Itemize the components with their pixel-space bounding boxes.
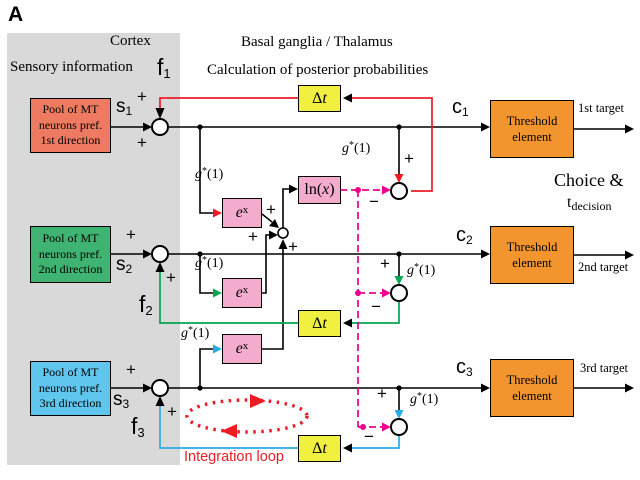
blue-arrowheads (213, 344, 404, 419)
gain-label-3: g*(1) (195, 255, 224, 271)
exp-box-1: ex (222, 198, 262, 228)
exp-box-3: ex (222, 334, 262, 364)
threshold-box-2-label: Threshold element (506, 239, 558, 270)
target-label-2: 2nd target (578, 260, 629, 274)
integration-loop-label: Integration loop (184, 449, 284, 465)
summation-circles (151, 118, 408, 436)
posterior-arrowheads (355, 185, 391, 432)
sum-circle-row2 (151, 245, 169, 263)
posterior-circle-row3 (390, 418, 408, 436)
decision-time-label: tdecision (567, 194, 612, 213)
posterior-circle-row1 (390, 182, 408, 200)
threshold-box-1: Threshold element (490, 100, 574, 158)
plus-sign-9: + (377, 384, 387, 403)
plus-sign-7: + (126, 360, 136, 379)
threshold-box-2: Threshold element (490, 226, 574, 284)
pool-box-3-label: Pool of MT neurons pref. 3rd direction (38, 364, 103, 411)
blue-feedback-wires (159, 406, 400, 449)
plus-sign-5: + (166, 268, 176, 287)
sensory-info-label: Sensory information (10, 59, 133, 75)
gain-label-1: g*(1) (195, 166, 224, 182)
minus-sign-3: − (364, 427, 374, 446)
pool-box-1: Pool of MT neurons pref. 1st direction (30, 98, 111, 153)
target-label-1: 1st target (578, 101, 624, 115)
plus-sign-4: + (126, 225, 136, 244)
ln-box-label: ln(x) (304, 181, 335, 198)
delta-t-1-label: Δt (312, 89, 327, 107)
minus-sign-2: − (371, 297, 381, 316)
gain-label-2: g*(1) (342, 140, 371, 156)
cortex-label: Cortex (110, 33, 151, 49)
plus-sign-11: + (248, 227, 258, 246)
posterior-circle-row2 (390, 284, 408, 302)
pool-box-1-label: Pool of MT neurons pref. 1st direction (38, 101, 103, 148)
feedback-label-f1: f1 (157, 54, 171, 81)
output-label-c3: c3 (456, 356, 473, 379)
ln-box: ln(x) (298, 176, 341, 204)
feedback-label-f3: f3 (131, 413, 145, 440)
target-label-3: 3rd target (580, 361, 629, 375)
red-arrowheads (213, 174, 404, 218)
gain-label-4: g*(1) (407, 262, 436, 278)
delta-t-2-label: Δt (312, 314, 327, 332)
output-label-c2: c2 (456, 224, 473, 247)
sum-circle-row1 (151, 118, 169, 136)
signal-label-s1: s1 (116, 96, 133, 118)
exp-box-2-label: ex (235, 284, 249, 301)
delta-t-3-label: Δt (312, 439, 327, 457)
plus-sign-2: + (137, 133, 147, 152)
choice-label: Choice & (554, 170, 624, 190)
black-wires (111, 126, 625, 410)
threshold-box-1-label: Threshold element (506, 113, 558, 144)
signal-label-s3: s3 (113, 389, 130, 411)
green-arrowheads (213, 276, 404, 298)
delta-t-box-2: Δt (298, 310, 341, 337)
posterior-calc-label: Calculation of posterior probabilities (207, 62, 429, 78)
feedback-label-f2: f2 (139, 291, 153, 318)
integration-loop-ellipse (185, 394, 309, 438)
plus-sign-10: + (266, 200, 276, 219)
black-arrowheads (143, 93, 634, 453)
plus-sign-3: + (404, 149, 414, 168)
plus-sign-6: + (380, 254, 390, 273)
plus-sign-12: + (288, 237, 298, 256)
normalization-circle (277, 227, 289, 239)
threshold-box-3: Threshold element (490, 359, 574, 417)
sum-circle-row3 (151, 379, 169, 397)
panel-label: A (8, 3, 24, 26)
threshold-box-3-label: Threshold element (506, 372, 558, 403)
exp-box-2: ex (222, 278, 262, 308)
junction-dots (197, 124, 402, 391)
plus-sign-1: + (137, 87, 147, 106)
output-label-c1: c1 (452, 96, 469, 119)
minus-sign-1: − (369, 192, 379, 211)
pool-box-2-label: Pool of MT neurons pref. 2nd direction (38, 230, 103, 277)
pool-box-3: Pool of MT neurons pref. 3rd direction (30, 361, 111, 416)
green-feedback-wires (159, 272, 400, 324)
delta-t-box-3: Δt (298, 435, 341, 462)
gain-label-5: g*(1) (181, 325, 210, 341)
red-feedback-wires (159, 97, 433, 192)
plus-sign-8: + (167, 402, 177, 421)
exp-box-3-label: ex (235, 340, 249, 357)
exp-box-1-label: ex (235, 204, 249, 221)
pool-box-2: Pool of MT neurons pref. 2nd direction (30, 226, 111, 283)
gain-label-6: g*(1) (410, 391, 439, 407)
delta-t-box-1: Δt (298, 85, 341, 112)
basal-ganglia-label: Basal ganglia / Thalamus (241, 34, 393, 50)
signal-label-s2: s2 (116, 254, 133, 276)
